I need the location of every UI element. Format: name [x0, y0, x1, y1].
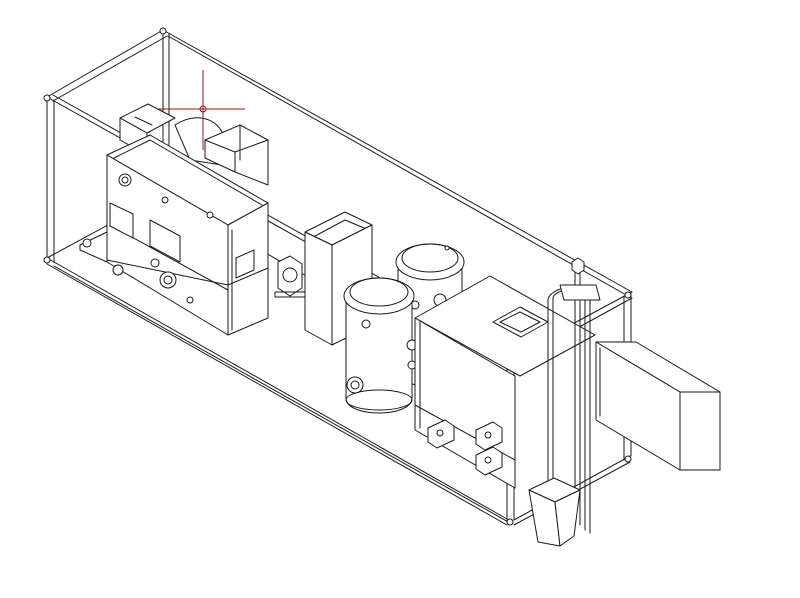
left-furnace-unit: [79, 103, 269, 336]
vertical-elevator: [547, 257, 601, 534]
pump: [274, 255, 306, 298]
exhaust-duct: [595, 341, 721, 471]
collection-bucket: [528, 477, 581, 547]
right-box-unit: [414, 275, 596, 489]
crosshair-cursor-icon: [158, 70, 245, 150]
front-tank: [343, 277, 418, 414]
